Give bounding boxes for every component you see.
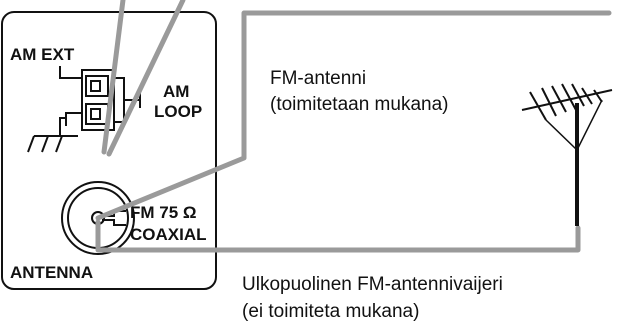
outdoor-fm-antenna-icon: [521, 83, 613, 226]
coaxial-label: COAXIAL: [130, 225, 207, 244]
am-terminal-block: [27, 66, 141, 153]
loop-label: LOOP: [154, 102, 202, 121]
am-loop-cables: [101, 0, 186, 157]
antenna-label: ANTENNA: [10, 263, 93, 282]
external-antenna-callout-line2: (ei toimiteta mukana): [242, 301, 419, 322]
am-label: AM: [163, 82, 189, 101]
fm-antenna-callout-line2: (toimitetaan mukana): [270, 94, 448, 115]
external-antenna-callout-line1: Ulkopuolinen FM-antennivaijeri: [242, 274, 503, 295]
external-fm-antenna-wire: [95, 219, 581, 253]
am-ext-label: AM EXT: [10, 45, 75, 64]
fm-antenna-cable: [95, 10, 612, 221]
rear-panel: [1, 11, 217, 290]
fm-75-ohm-label: FM 75 Ω: [130, 203, 197, 222]
fm-antenna-callout-line1: FM-antenni: [270, 68, 366, 89]
